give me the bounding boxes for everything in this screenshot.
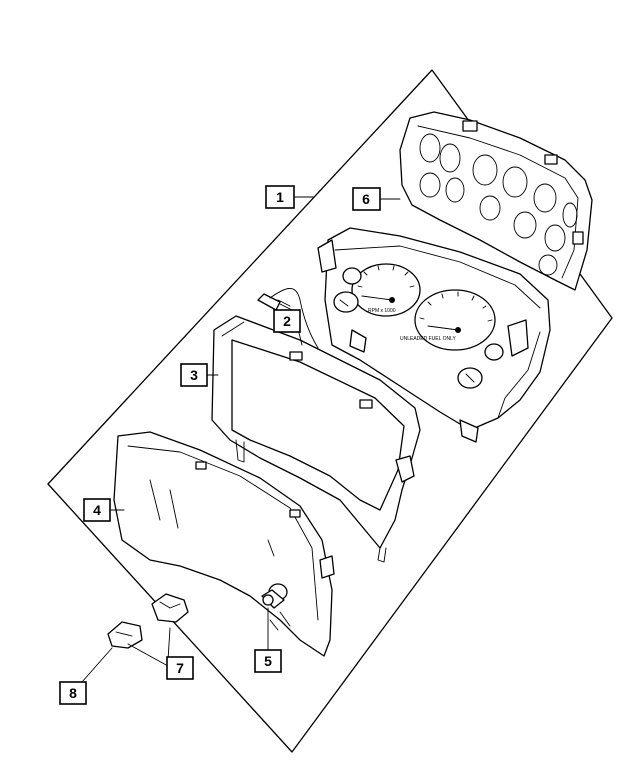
callout-2-label: 2 [283,313,291,329]
bezel-frame-part [211,315,421,563]
callout-1-label: 1 [276,189,284,205]
speedometer-legend: UNLEADED FUEL ONLY [400,336,457,342]
lamp-socket-part [107,593,189,649]
callout-1: 1 [265,185,295,209]
callout-3: 3 [180,363,208,387]
gauge-cluster-face: RPM x 1000 UNLEADED FUEL ONLY [317,227,551,443]
bulb-socket-part [261,583,288,609]
tach-legend: RPM x 1000 [368,308,396,314]
callout-3-label: 3 [190,367,198,383]
callout-7-label: 7 [176,660,184,676]
callout-7: 7 [166,656,194,680]
callout-6-label: 6 [362,191,370,207]
callout-5-label: 5 [264,653,272,669]
callout-8-label: 8 [69,685,77,701]
callout-2: 2 [273,309,301,333]
callout-8: 8 [59,681,87,705]
rear-housing-part [399,111,593,291]
callout-5: 5 [254,649,282,673]
screw-part [257,288,319,349]
callout-4-label: 4 [93,502,101,518]
callout-6: 6 [352,187,381,211]
callout-4: 4 [83,498,111,522]
